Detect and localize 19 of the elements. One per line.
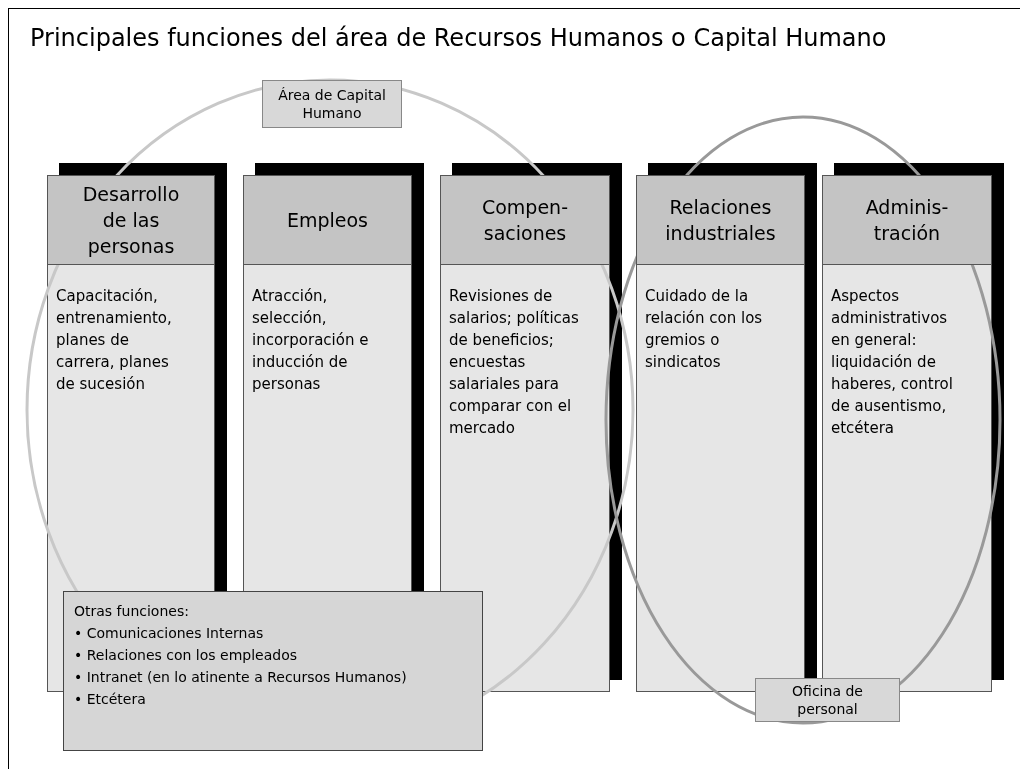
ellipse-label: Área de Capital Humano (262, 80, 402, 128)
column-header: Desarrollo de las personas (47, 175, 215, 265)
list-item: • Intranet (en lo atinente a Recursos Humanos) (74, 668, 408, 687)
column-text: Cuidado de la relación con los gremios o sindicatos (645, 287, 763, 371)
column-header: Empleos (243, 175, 412, 265)
column-header: Compen- saciones (440, 175, 610, 265)
note-heading: Otras funciones: (74, 602, 190, 621)
column-text: Aspectos administrativos en general: liquidación de haberes, control de ausentismo, etcétera (831, 287, 953, 437)
column-text: Capacitación, entrenamiento, planes de carrera, planes de sucesión (56, 287, 172, 393)
column-text: Atracción, selección, incorporación e inducción de personas (252, 287, 369, 393)
list-item: • Relaciones con los empleados (74, 646, 299, 665)
list-item: • Comunicaciones Internas (74, 624, 265, 643)
diagram-title: Principales funciones del área de Recursos Humanos o Capital Humano (30, 24, 887, 52)
ellipse-label: Oficina de personal (755, 678, 900, 722)
column-text: Revisiones de salarios; políticas de beneficios; encuestas salariales para comparar con el mercado (449, 287, 579, 437)
column-header: Adminis- tración (822, 175, 992, 265)
note-box (63, 591, 483, 751)
list-item: • Etcétera (74, 690, 147, 709)
column-header: Relaciones industriales (636, 175, 805, 265)
